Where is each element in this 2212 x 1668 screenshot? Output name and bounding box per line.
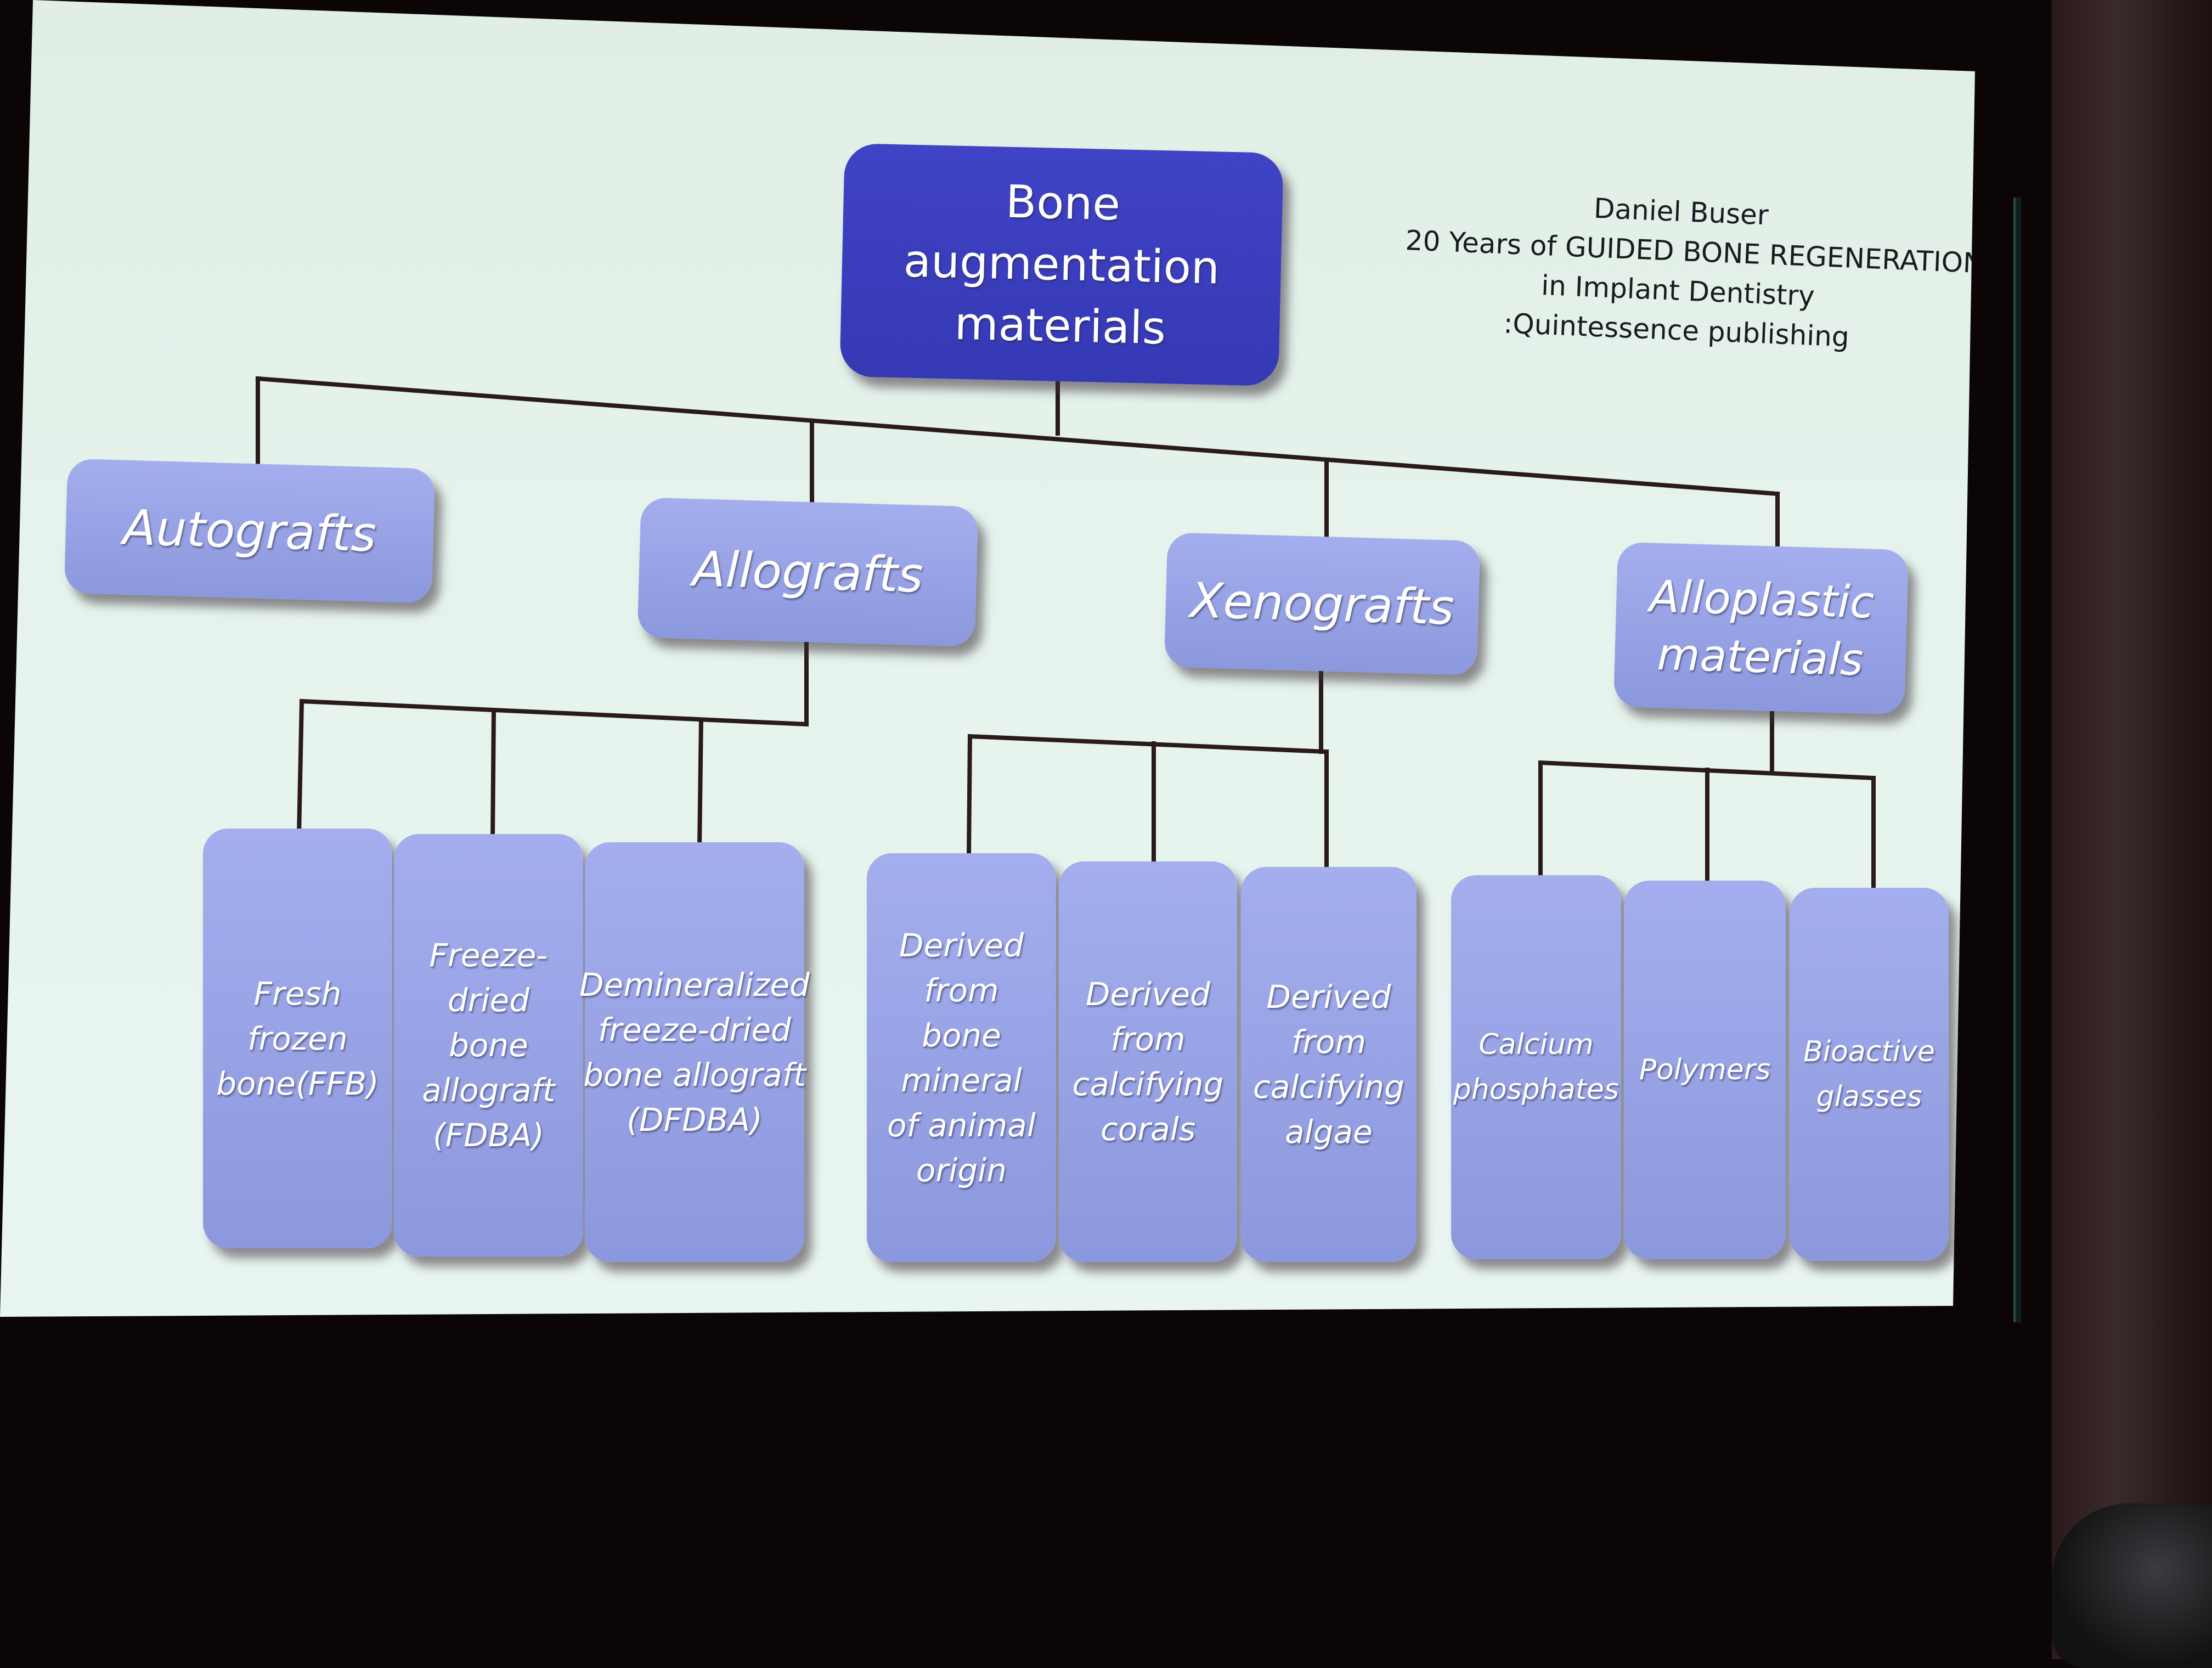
connector-animal [966,734,973,859]
node-animal-origin: Derived from bone mineral of animal orig… [867,853,1056,1262]
connector-bus-top [255,376,1780,497]
connector-ffb [296,698,304,837]
node-dfdba: Demineralized freeze-dried bone allograf… [579,842,810,1262]
root-node: Bone augmentation materials [839,143,1284,387]
node-calcium-phosphates: Calcium phosphates [1451,875,1621,1259]
connector-dfdba [697,717,704,850]
citation-block: Daniel Buser 20 Years of GUIDED BONE REG… [1402,181,1975,361]
side-wall [2052,0,2212,1659]
node-corals: Derived from calcifying corals [1059,861,1237,1262]
connector-fdba [490,708,496,842]
connector-lines [255,371,1876,891]
node-ffb: Fresh frozen bone(FFB) [203,829,392,1248]
node-xenografts: Xenografts [1164,532,1481,675]
node-fdba: Freeze-dried bone allograft (FDBA) [394,834,583,1256]
connector-xenografts-bus [967,734,1329,754]
node-autografts: Autografts [64,458,436,604]
node-bioactive-glasses: Bioactive glasses [1790,888,1949,1261]
node-algae: Derived from calcifying algae [1241,867,1417,1262]
foreground-object [2052,1503,2212,1668]
node-polymers: Polymers [1624,881,1786,1259]
screen-frame-edge [2013,198,2021,1322]
node-alloplastic: Alloplastic materials [1613,542,1909,715]
connector-allografts-bus [299,698,809,727]
node-allografts: Allografts [637,497,979,647]
projected-slide: Bone augmentation materials Autografts A… [0,0,1975,1317]
